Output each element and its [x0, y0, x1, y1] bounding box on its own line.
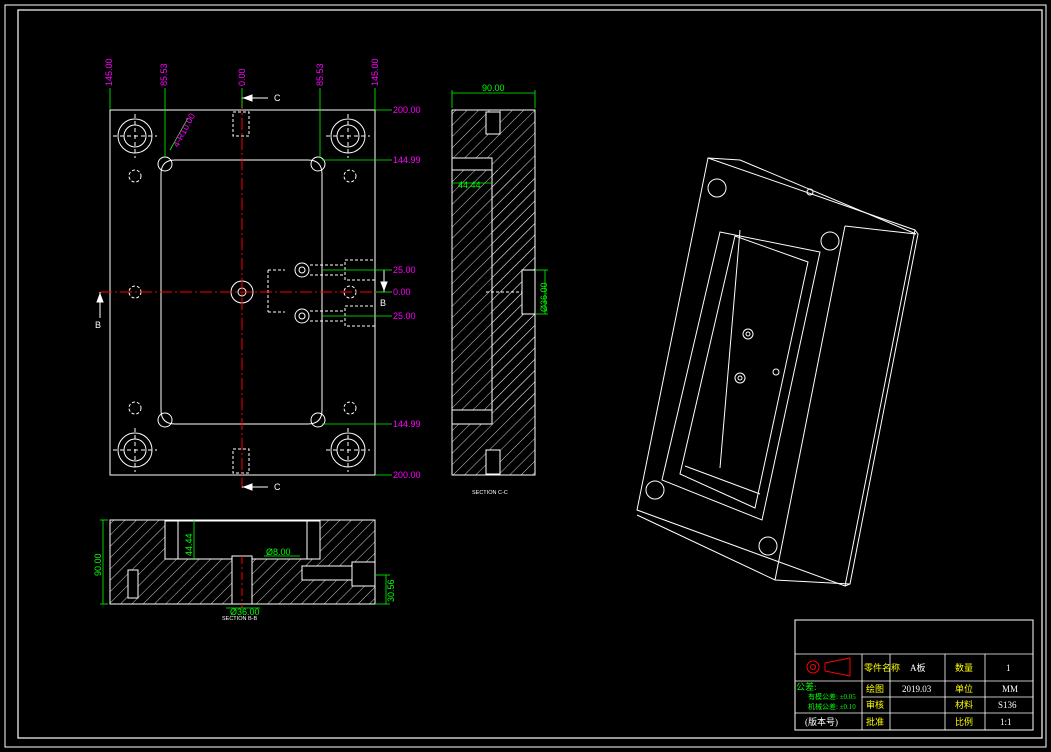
tb-date: 2019.03: [902, 684, 932, 694]
tb-material: S136: [998, 700, 1017, 710]
dim-top-5: 145.00: [370, 58, 380, 86]
dim-right-4: 0.00: [393, 287, 411, 297]
section-b-marker-right: B: [380, 298, 386, 308]
tb-part-name-label: 零件名称: [864, 662, 900, 673]
title-block: 零件名称 A板 数量 1 绘图 2019.03 单位 MM 审核 材料 S136…: [794, 619, 1034, 731]
dim-right-3: 25.00: [393, 265, 416, 275]
bb-depth-dim: 44.44: [184, 533, 194, 556]
dim-right-7: 200.00: [393, 470, 421, 480]
tb-approve-label: 批准: [866, 716, 884, 727]
tb-qty-label: 数量: [955, 662, 973, 673]
bb-caption: SECTION B-B: [222, 616, 257, 622]
dim-top-4: 85.53: [315, 63, 325, 86]
tb-part-name: A板: [910, 662, 926, 673]
section-bb-view: 90.00 44.44 Ø8.00 Ø36.00 30.56 SECTION B…: [93, 519, 396, 622]
outer-border: [4, 4, 1047, 748]
tb-scale: 1:1: [1000, 717, 1012, 727]
section-b-marker-left: B: [95, 320, 101, 330]
dim-right-5: 25.00: [393, 311, 416, 321]
tb-tolerance-1: 有模公差: ±0.05: [808, 692, 856, 701]
bb-height-dim: 90.00: [93, 553, 103, 576]
tb-check-label: 审核: [866, 699, 884, 710]
bb-hole-dim: Ø8.00: [266, 547, 291, 557]
dim-right-2: 144.99: [393, 155, 421, 165]
tb-tolerance-2: 机械公差: ±0.10: [808, 702, 856, 711]
dim-top-1: 145.00: [104, 58, 114, 86]
cc-depth-dim: 44.44: [458, 180, 481, 190]
tb-unit-label: 单位: [955, 683, 973, 694]
dim-right-1: 200.00: [393, 105, 421, 115]
section-c-marker-top: C: [274, 93, 281, 103]
cc-width-dim: 90.00: [482, 83, 505, 93]
top-view: C C B B 145.00 85.53 0.00 85.53 145.00 4…: [95, 58, 421, 492]
tb-notes-title: 公差:: [796, 681, 817, 692]
isometric-view: [636, 157, 919, 587]
tb-unit: MM: [1002, 684, 1018, 694]
section-cc-view: 90.00 44.44 Ø36.00 SECTION C-C: [451, 83, 549, 496]
dim-right-6: 144.99: [393, 419, 421, 429]
tb-drawn-label: 绘图: [866, 683, 884, 694]
tb-qty: 1: [1006, 663, 1011, 673]
projection-symbol-icon: [806, 657, 851, 677]
dim-corner-radius: 4-R10.00: [171, 112, 197, 149]
inner-border: [17, 9, 1043, 739]
cc-caption: SECTION C-C: [472, 490, 508, 496]
section-c-marker-bottom: C: [274, 482, 281, 492]
dim-top-2: 85.53: [159, 63, 169, 86]
tb-scale-label: 比例: [955, 716, 973, 727]
bb-step-dim: 30.56: [386, 579, 396, 602]
cc-dia-dim: Ø36.00: [539, 282, 549, 312]
tb-material-label: 材料: [955, 699, 973, 710]
tb-version: (版本号): [805, 716, 838, 727]
dim-top-3: 0.00: [237, 68, 247, 86]
bb-bore-dim: Ø36.00: [230, 607, 260, 617]
